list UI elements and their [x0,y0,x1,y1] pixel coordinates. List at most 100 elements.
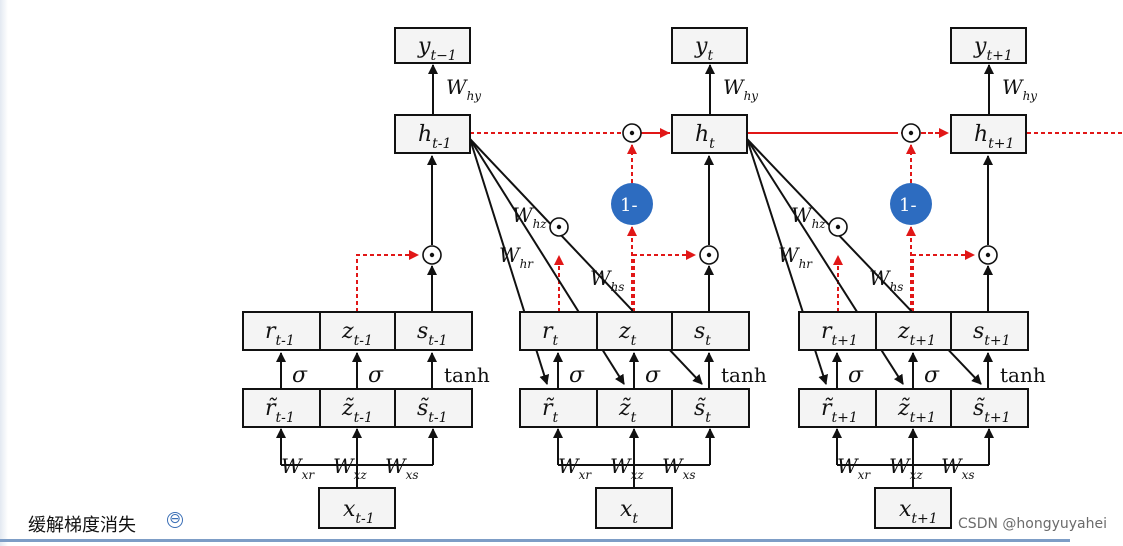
gate-label: rt [542,319,559,349]
pre-gate-label: s̃t+1 [973,396,1011,426]
update-gate-red-arrow [633,250,696,312]
pre-gate-box [671,388,750,428]
gate-box [798,311,877,351]
pre-gate-label: z̃t-1 [341,396,373,426]
w-hr-label: Whr [778,243,813,271]
input-weight-label: Wxz [889,454,923,482]
input-box [874,487,952,529]
one-minus-node [611,183,653,225]
left-edge-shade [0,0,8,546]
input-weight-label: Wxr [558,454,592,482]
hidden-label: ht [695,122,715,152]
one-minus-node [890,183,932,225]
output-label: yt [694,34,713,64]
pre-gate-label: s̃t-1 [417,396,448,426]
bottom-divider [0,539,1070,542]
z-red-connector [912,254,974,312]
output-label: yt−1 [417,34,457,64]
pre-gate-label: r̃t-1 [265,396,295,426]
gate-box [394,311,473,351]
sigma-label: σ [569,363,585,388]
pre-gate-box [394,388,473,428]
w-hz-label: Whz [791,203,826,231]
output-label: yt+1 [973,34,1013,64]
pre-gate-label: r̃t+1 [821,396,858,426]
hidden-label: ht+1 [974,122,1014,152]
tanh-label: tanh [444,363,490,387]
watermark-text: CSDN @hongyuyahei [958,516,1107,532]
why-weight-label: Why [723,75,758,103]
why-weight-label: Why [1002,75,1037,103]
gate-label: rt+1 [821,319,858,349]
input-box [595,487,673,529]
hidden-box [394,114,471,154]
gate-label: zt-1 [341,319,373,349]
tanh-label: tanh [1000,363,1046,387]
w-hs-label: Whs [590,266,624,294]
gate-box [671,311,750,351]
one-minus-label: 1- [620,195,638,216]
input-label: xt+1 [899,497,938,527]
update-gate-red-arrow [912,250,975,312]
reset-multiply-node [699,245,719,265]
gate-label: st [694,319,711,349]
input-weight-label: Wxs [941,454,975,482]
input-weight-label: Wxr [837,454,871,482]
sigma-label: σ [292,363,308,388]
pre-gate-label: s̃t [694,396,711,426]
one-minus-label: 1- [899,195,917,216]
reset-multiply-node [978,245,998,265]
sigma-label: σ [924,363,940,388]
why-weight-label: Why [446,75,481,103]
hidden-box [671,114,748,154]
minus-circle-icon[interactable]: ⊖ [167,512,183,528]
tanh-label: tanh [721,363,767,387]
gate-label: st-1 [417,319,448,349]
input-weight-label: Wxs [662,454,696,482]
output-box [394,27,471,64]
gate-box [596,311,675,351]
gate-box [875,311,954,351]
input-label: xt [620,497,638,527]
sigma-label: σ [368,363,384,388]
w-hz-label: Whz [512,203,547,231]
update-gate-red-arrow [356,250,419,312]
pre-gate-label: z̃t [618,396,637,426]
reset-multiply-node [422,245,442,265]
section-title: 缓解梯度消失 [28,515,136,536]
hidden-box [950,114,1027,154]
input-weight-label: Wxs [385,454,419,482]
gate-label: zt+1 [897,319,936,349]
pre-gate-box [950,388,1029,428]
input-label: xt-1 [343,497,375,527]
recurrent-reset-node [549,217,569,237]
hidden-label: ht-1 [418,122,451,152]
pre-gate-label: z̃t+1 [897,396,936,426]
w-hs-label: Whs [869,266,903,294]
pre-gate-box [596,388,675,428]
w-hr-label: Whr [499,243,534,271]
input-weight-label: Wxr [281,454,315,482]
gate-label: zt [618,319,637,349]
sigma-label: σ [848,363,864,388]
carry-multiply-node [901,123,921,143]
sigma-label: σ [645,363,661,388]
gate-box [242,311,321,351]
pre-gate-box [519,388,598,428]
gate-box [950,311,1029,351]
gate-label: rt-1 [265,319,295,349]
input-weight-label: Wxz [610,454,644,482]
pre-gate-box [242,388,321,428]
pre-gate-box [798,388,877,428]
z-red-connector [633,254,695,312]
recurrent-reset-node [828,217,848,237]
gate-label: st+1 [973,319,1011,349]
output-box [671,27,748,64]
gate-box [519,311,598,351]
input-box [318,487,396,529]
output-box [950,27,1027,64]
pre-gate-label: r̃t [542,396,559,426]
carry-multiply-node [622,123,642,143]
input-weight-label: Wxz [333,454,367,482]
